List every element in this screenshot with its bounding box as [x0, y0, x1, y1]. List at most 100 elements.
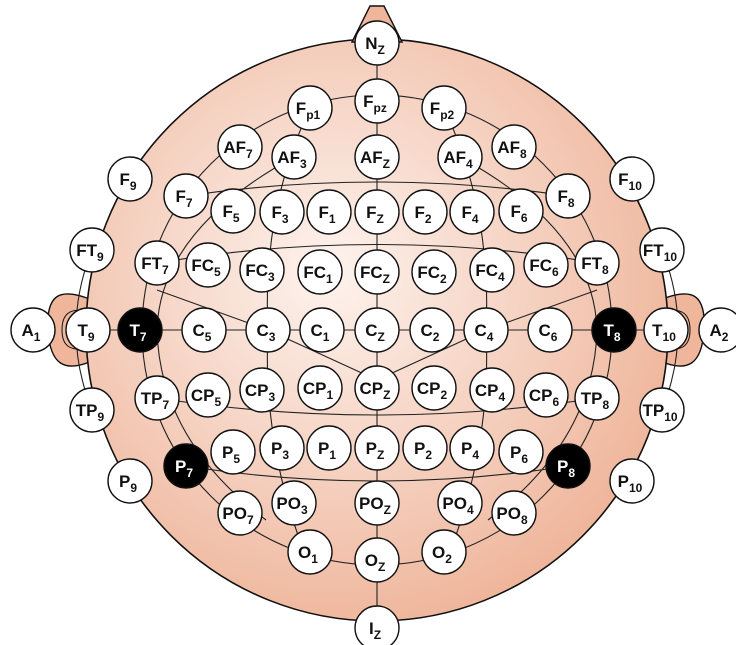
electrode-cp1: CP1 [297, 365, 343, 411]
electrode-label: C5 [193, 321, 212, 344]
electrode-label-sub: 1 [34, 330, 41, 344]
electrode-afz: AFZ [354, 134, 400, 180]
electrode-label: FT10 [643, 241, 677, 264]
electrode-circle [574, 240, 620, 286]
electrode-circle [134, 375, 180, 421]
electrode-circle [239, 367, 285, 413]
electrode-label-base: T [129, 321, 140, 340]
electrode-label: FT8 [581, 254, 609, 277]
electrode-circle [469, 367, 515, 413]
electrode-circle [134, 240, 180, 286]
electrode-af3: AF3 [271, 134, 317, 180]
electrode-label: FC3 [245, 261, 275, 284]
electrode-label-sub: 1 [323, 330, 330, 344]
electrode-label-base: FC [245, 261, 268, 280]
electrode-p6: P6 [498, 429, 544, 475]
electrode-circle [354, 425, 400, 471]
electrode-circle [354, 537, 400, 583]
electrode-o2: O2 [421, 529, 467, 575]
electrode-label: A1 [22, 321, 41, 344]
electrode-label-sub: 1 [326, 388, 333, 402]
electrode-label: AFZ [360, 148, 390, 171]
electrode-cz: CZ [354, 307, 400, 353]
electrode-circle [463, 307, 509, 353]
electrode-label: FT7 [141, 254, 169, 277]
electrode-label: FZ [366, 203, 384, 226]
electrode-circle [117, 307, 163, 353]
electrode-label-base: AF [277, 148, 300, 167]
electrode-label-sub: 3 [268, 390, 275, 404]
electrode-label-base: I [369, 619, 374, 638]
electrode-t7: T7 [117, 307, 163, 353]
electrode-label-base: FT [581, 254, 602, 273]
electrode-label-sub: 9 [97, 250, 104, 264]
electrode-label: F8 [557, 187, 574, 210]
electrode-a1: A1 [10, 307, 56, 353]
electrode-tp8: TP8 [574, 375, 620, 421]
electrode-circle [354, 134, 400, 180]
electrode-label: FC4 [475, 261, 505, 284]
electrode-circle [217, 490, 263, 536]
electrode-circle [69, 387, 115, 433]
electrode-label-sub: 4 [472, 212, 479, 226]
electrode-label: CP3 [245, 381, 276, 404]
electrode-label-sub: 1 [329, 212, 336, 226]
electrode-po7: PO7 [217, 490, 263, 536]
electrode-label-base: PO [442, 494, 467, 513]
electrode-label-sub: 6 [552, 395, 559, 409]
electrode-label-base: F [557, 187, 567, 206]
electrode-label-sub: 4 [466, 157, 473, 171]
electrode-label-base: C [193, 321, 205, 340]
electrode-label-sub: 2 [425, 212, 432, 226]
electrode-label-sub: 7 [186, 466, 193, 480]
electrode-label-sub: 3 [301, 503, 308, 517]
electrode-circle [354, 480, 400, 526]
electrode-label-sub: 4 [498, 270, 505, 284]
electrode-label: C3 [257, 321, 276, 344]
electrode-p4: P4 [449, 425, 495, 471]
electrode-t8: T8 [591, 307, 637, 353]
electrode-p8: P8 [545, 443, 591, 489]
electrode-p7: P7 [163, 443, 209, 489]
electrode-label-base: P [318, 439, 329, 458]
electrode-pz: PZ [354, 425, 400, 471]
electrode-label: F6 [510, 202, 527, 225]
electrode-label-base: P [414, 439, 425, 458]
electrode-label: P4 [461, 439, 479, 462]
electrode-label-sub: 3 [269, 330, 276, 344]
electrode-c3: C3 [245, 307, 291, 353]
electrode-c6: C6 [527, 307, 573, 353]
electrode-label: AF4 [443, 148, 473, 171]
electrode-label: AF3 [277, 148, 307, 171]
electrode-label: P7 [175, 457, 193, 480]
electrode-circle [491, 124, 537, 170]
electrode-label: CP2 [417, 379, 448, 402]
electrode-label-base: PO [222, 504, 247, 523]
electrode-label-base: T [603, 321, 614, 340]
electrode-label-sub: 4 [487, 330, 494, 344]
electrode-circle [354, 249, 400, 295]
electrode-circle [65, 307, 111, 353]
electrode-label-base: P [461, 439, 472, 458]
electrode-label-base: FC [360, 263, 383, 282]
electrode-label-base: CP [529, 386, 553, 405]
electrode-circle [574, 375, 620, 421]
electrode-f5: F5 [210, 188, 256, 234]
electrode-circle [449, 189, 495, 235]
electrode-circle [639, 227, 685, 273]
electrode-circle [639, 387, 685, 433]
electrode-p2: P2 [402, 425, 448, 471]
electrode-circle [210, 429, 256, 475]
electrode-t10: T10 [643, 307, 689, 353]
electrode-label: CP4 [475, 381, 506, 404]
electrode-label-sub: Z [378, 560, 385, 574]
electrode-fp1: Fp1 [287, 85, 333, 131]
electrode-circle [271, 480, 317, 526]
electrode-label: CP5 [191, 386, 222, 409]
electrode-label-base: F [119, 170, 129, 189]
electrode-circle [10, 307, 56, 353]
electrode-circle [210, 188, 256, 234]
electrode-fz: FZ [354, 189, 400, 235]
electrode-label-base: AF [223, 138, 246, 157]
